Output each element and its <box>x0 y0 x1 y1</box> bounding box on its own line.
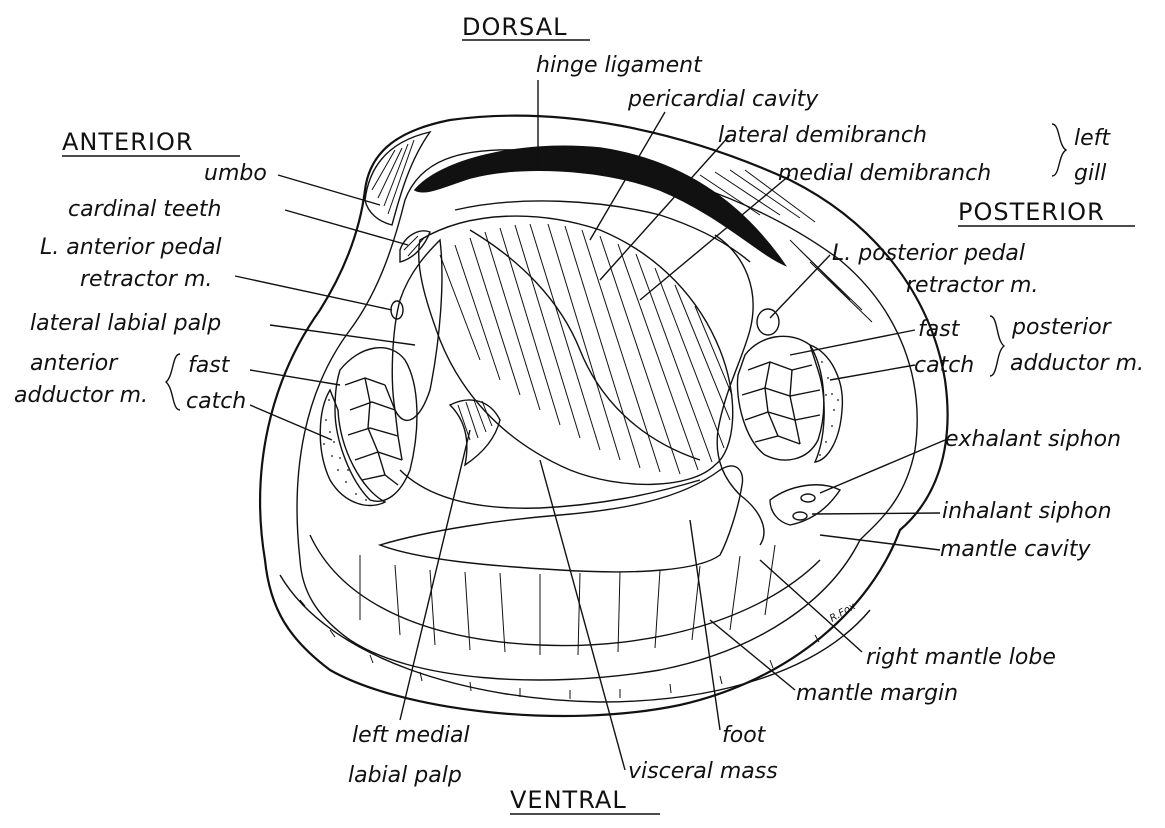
left-gill-label-line2: gill <box>1074 161 1106 186</box>
pericardial-cavity-label: pericardial cavity <box>627 87 819 112</box>
visceral-mass-label: visceral mass <box>628 759 778 784</box>
posterior-label: POSTERIOR <box>958 198 1105 226</box>
lateral-labial-palp-label: lateral labial palp <box>30 311 221 336</box>
medial-demibranch-label: medial demibranch <box>778 161 991 186</box>
gill-hatching <box>440 224 732 474</box>
anterior-label: ANTERIOR <box>62 128 194 156</box>
anterior-adductor-fast-shape <box>335 348 417 502</box>
foot-shape <box>380 466 743 572</box>
l-anterior-pedal-label-line2: retractor m. <box>80 267 212 292</box>
left-medial-labial-palp-label-line1: left medial <box>352 723 470 748</box>
posterior-adductor-label-line2: adductor m. <box>1010 351 1144 376</box>
artist-signature: R.Fox <box>828 601 858 625</box>
anterior-adductor-label-line1: anterior <box>30 351 119 376</box>
left-medial-labial-palp-shape <box>450 400 500 465</box>
mantle-margin-line-2 <box>280 575 870 702</box>
mantle-cavity-label: mantle cavity <box>940 537 1091 562</box>
exhalant-siphon-label: exhalant siphon <box>945 427 1121 452</box>
mantle-margin-label: mantle margin <box>796 681 958 706</box>
umbo-label: umbo <box>204 161 267 186</box>
l-posterior-pedal-label-line1: L. posterior pedal <box>832 241 1025 266</box>
siphons-shape <box>770 485 840 525</box>
hinge-ligament-label: hinge ligament <box>536 53 703 78</box>
ventral-label: VENTRAL <box>510 786 627 814</box>
right-mantle-lobe-label: right mantle lobe <box>866 645 1056 670</box>
shell-outline <box>260 116 947 716</box>
left-gill-label-line1: left <box>1074 126 1111 151</box>
posterior-fast-label: fast <box>918 317 961 342</box>
inhalant-siphon-label: inhalant siphon <box>942 499 1112 524</box>
l-posterior-pedal-label-line2: retractor m. <box>906 273 1038 298</box>
lateral-demibranch-label: lateral demibranch <box>718 123 927 148</box>
anterior-catch-label: catch <box>186 389 246 414</box>
l-anterior-pedal-label-line1: L. anterior pedal <box>40 235 222 260</box>
anterior-adductor-label-line2: adductor m. <box>14 383 148 408</box>
medial-palp-hatching <box>458 400 492 440</box>
visceral-mass-outline <box>400 470 700 508</box>
foot-label: foot <box>722 723 767 748</box>
cardinal-teeth-label: cardinal teeth <box>68 197 222 222</box>
umbo-shape <box>365 132 430 225</box>
posterior-adductor-label-line1: posterior <box>1011 315 1113 340</box>
dorsal-label: DORSAL <box>462 13 568 41</box>
umbo-hatching <box>372 140 414 214</box>
anterior-fast-label: fast <box>188 353 231 378</box>
cardinal-teeth-shape <box>400 231 430 262</box>
anterior-adductor-catch-shape <box>320 390 385 506</box>
gill-region <box>419 216 733 484</box>
lateral-labial-palp-shape <box>392 240 442 420</box>
left-medial-labial-palp-label-line2: labial palp <box>348 763 462 788</box>
posterior-adductor-fast-shape <box>737 336 823 460</box>
posterior-adductor-cells <box>742 362 820 444</box>
anterior-catch-stipple <box>323 399 367 501</box>
posterior-catch-label: catch <box>914 353 974 378</box>
